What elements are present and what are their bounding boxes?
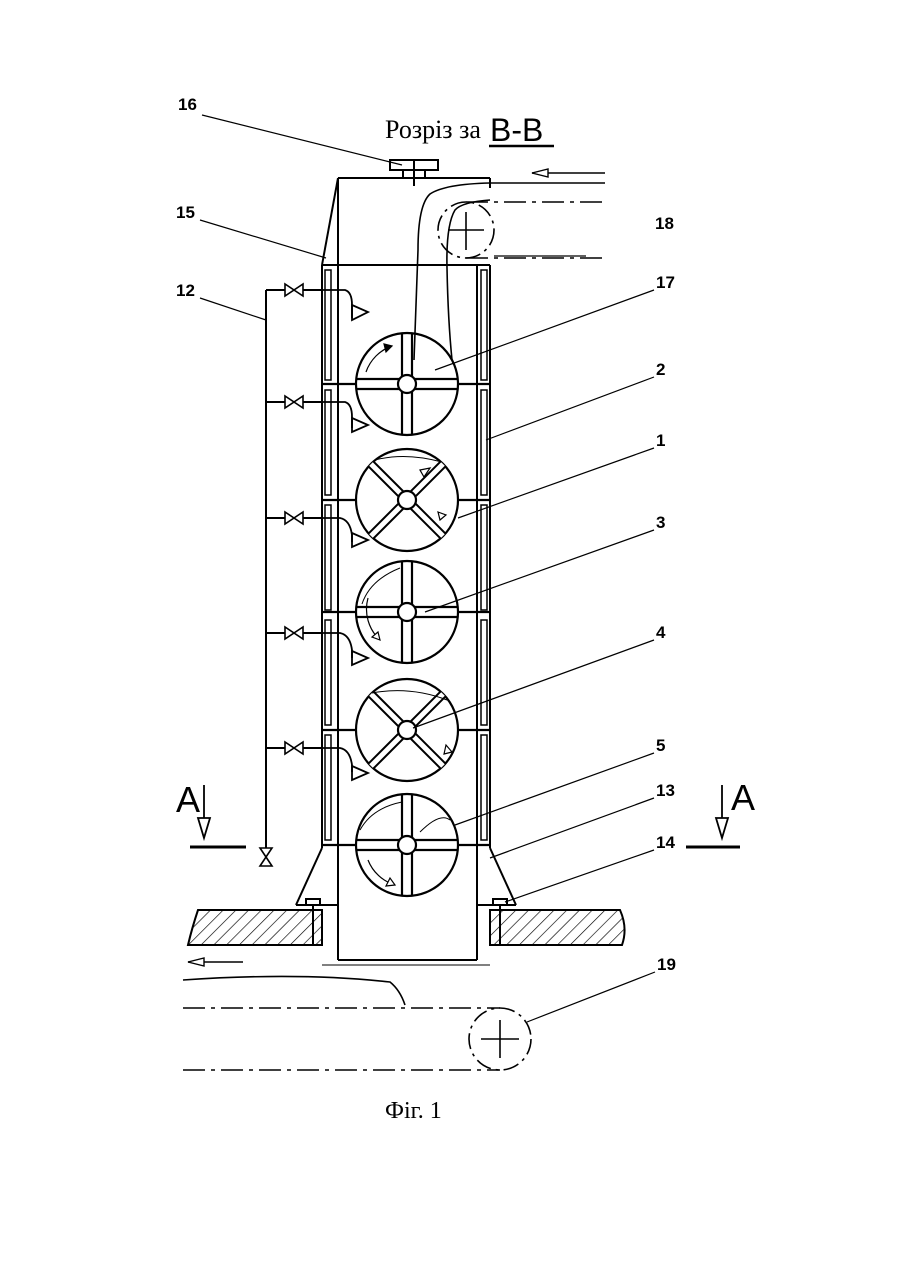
rotor-5 — [322, 794, 490, 896]
upper-flow-arrow — [532, 169, 605, 177]
label-5: 5 — [656, 736, 665, 755]
rotor-2 — [322, 449, 490, 551]
label-1: 1 — [656, 431, 665, 450]
label-15: 15 — [176, 203, 195, 222]
lower-conveyor — [183, 976, 531, 1070]
label-19: 19 — [657, 955, 676, 974]
foundation — [188, 910, 625, 945]
label-16: 16 — [178, 95, 197, 114]
label-3: 3 — [656, 513, 665, 532]
lower-flow-arrow — [188, 958, 243, 966]
label-2: 2 — [656, 360, 665, 379]
section-letter-left: А — [176, 779, 200, 820]
upper-conveyor — [438, 202, 605, 258]
label-4: 4 — [656, 623, 666, 642]
feed-chute — [414, 183, 605, 360]
leader-lines — [200, 115, 655, 1022]
section-title: Розріз за — [385, 115, 481, 144]
material-in-rotors — [360, 456, 450, 832]
label-12: 12 — [176, 281, 195, 300]
rotor-1 — [322, 333, 490, 435]
label-17: 17 — [656, 273, 675, 292]
rotor-3 — [322, 561, 490, 663]
label-14: 14 — [656, 833, 675, 852]
figure-caption: Фіг. 1 — [385, 1098, 442, 1124]
air-manifold — [266, 290, 322, 848]
housing-top — [322, 178, 490, 265]
section-title-letters: В-В — [490, 112, 543, 148]
section-letter-right: А — [731, 777, 755, 818]
label-18: 18 — [655, 214, 674, 233]
label-13: 13 — [656, 781, 675, 800]
rotor-4 — [322, 679, 490, 781]
